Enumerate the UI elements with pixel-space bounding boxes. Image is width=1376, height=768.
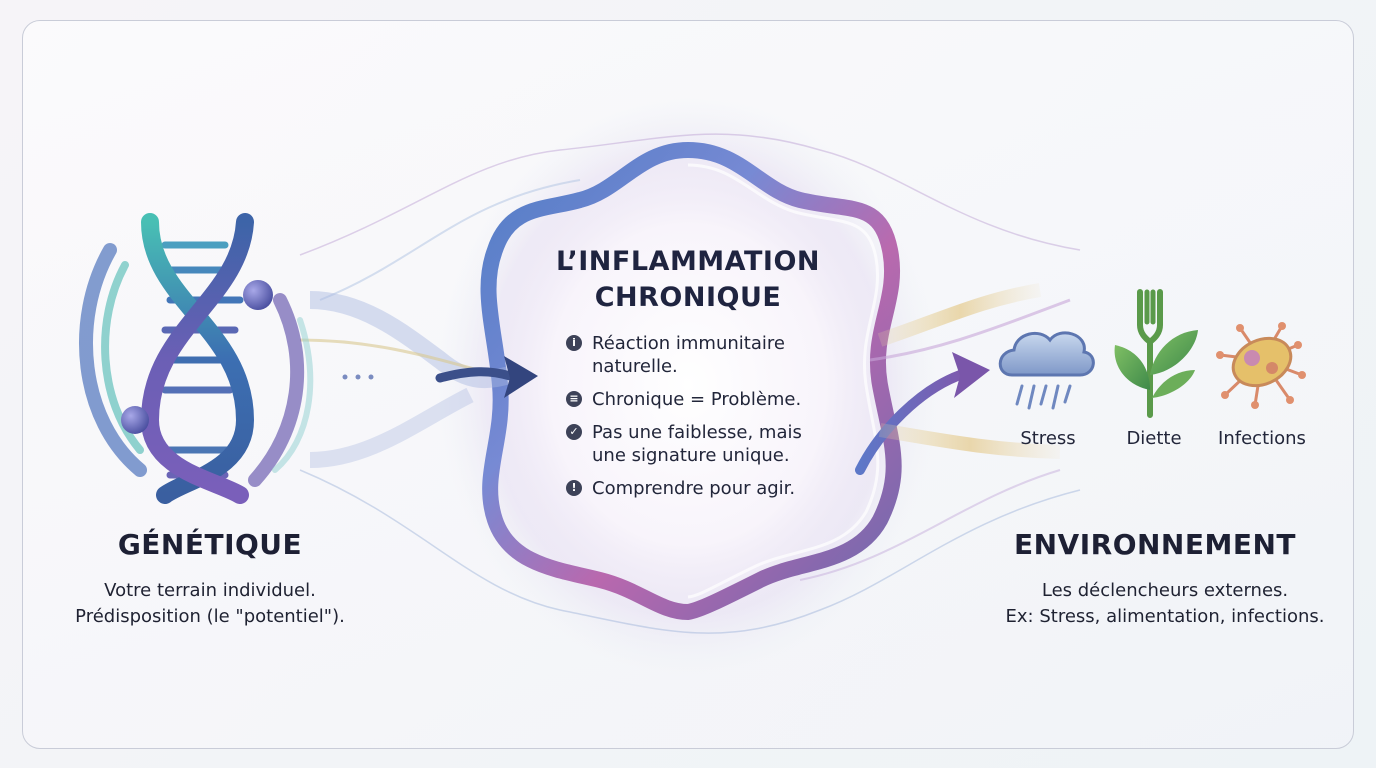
genetics-description: Votre terrain individuel. Prédisposition… <box>75 580 345 627</box>
center-title-line1: L’INFLAMMATION <box>556 246 820 277</box>
factor-label-infections: Infections <box>1218 428 1306 449</box>
fork-plant-icon <box>1114 289 1198 418</box>
environment-title: ENVIRONNEMENT <box>1013 528 1297 561</box>
check-icon: ✓ <box>566 424 582 440</box>
factor-label-diet: Diette <box>1126 428 1182 449</box>
environment-description: Les déclencheurs externes. Ex: Stress, a… <box>1005 580 1325 627</box>
bullet-item: ✓ Pas une faiblesse, mais une signature … <box>566 421 846 467</box>
genetics-title: GÉNÉTIQUE <box>117 528 303 561</box>
center-bullets: i Réaction immunitaire naturelle. ≡ Chro… <box>566 332 846 510</box>
bullet-item: ≡ Chronique = Problème. <box>566 388 846 411</box>
warning-icon: ! <box>566 480 582 496</box>
factor-label-stress: Stress <box>1020 428 1076 449</box>
bullet-item: i Réaction immunitaire naturelle. <box>566 332 846 378</box>
center-title-line2: CHRONIQUE <box>594 282 782 313</box>
rain-cloud-icon <box>998 331 1095 410</box>
info-icon: i <box>566 335 582 351</box>
bullet-item: ! Comprendre pour agir. <box>566 477 846 500</box>
center-title: L’INFLAMMATION CHRONIQUE <box>498 244 878 316</box>
microbe-icon <box>1216 322 1306 409</box>
list-icon: ≡ <box>566 391 582 407</box>
